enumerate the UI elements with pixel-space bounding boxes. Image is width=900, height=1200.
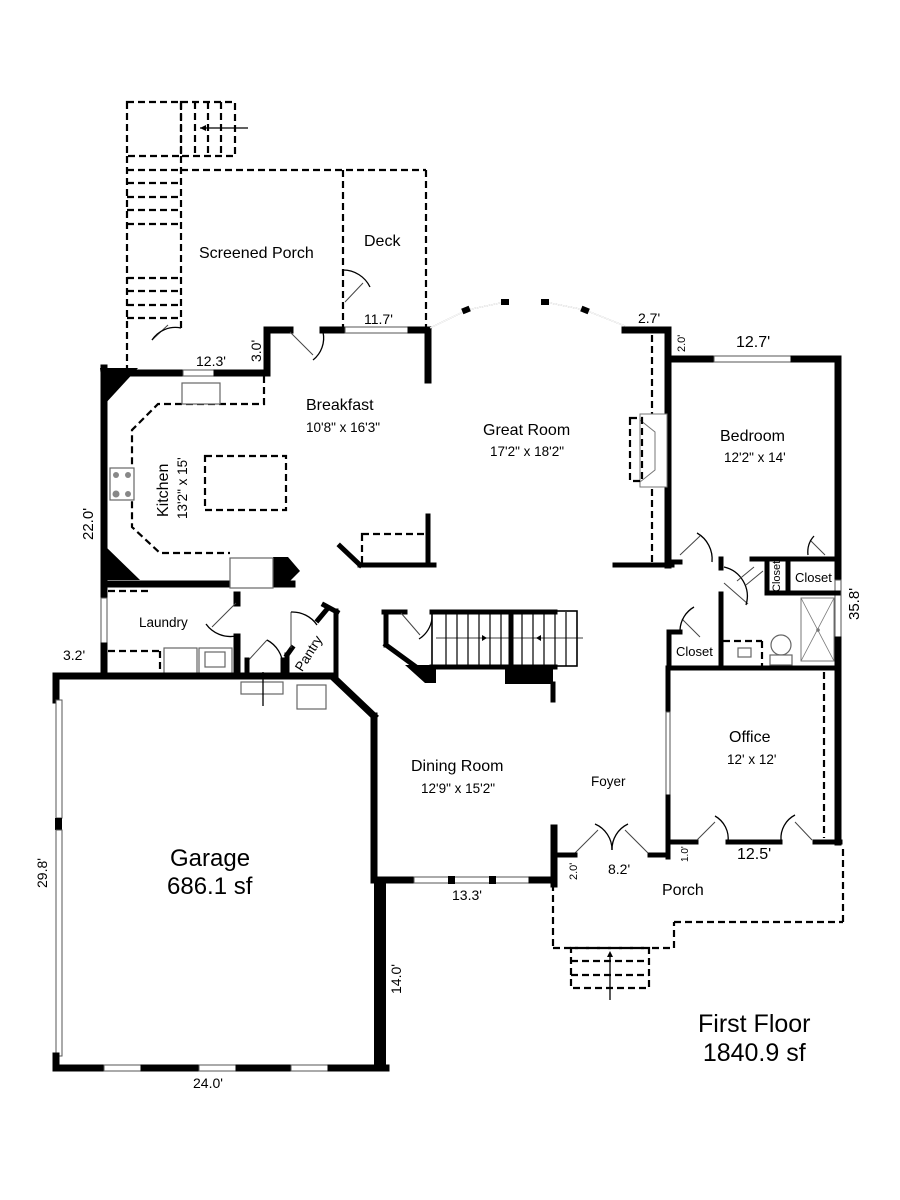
room-dims-bedroom: 12'2" x 14' <box>724 450 786 465</box>
room-dims-kitchen: 13'2" x 15' <box>175 457 190 519</box>
room-label-garage: Garage <box>170 845 251 872</box>
floor-title: First Floor <box>698 1010 811 1038</box>
room-dims-breakfast: 10'8" x 16'3" <box>306 420 381 435</box>
room-label-office: Office <box>729 729 771 746</box>
room-dims-office: 12' x 12' <box>727 752 777 767</box>
dim-deck-window: 11.7' <box>364 311 393 327</box>
dim-garage-front: 24.0' <box>193 1075 223 1091</box>
room-label-kitchen: Kitchen <box>155 463 172 517</box>
dim-foyer-jog: 2.0' <box>568 862 580 880</box>
dim-laundry-wall: 3.2' <box>63 647 86 663</box>
dim-kitchen-wall: 22.0' <box>80 507 97 540</box>
dim-entry-doors: 8.2' <box>608 861 631 877</box>
floor-total-area: 1840.9 sf <box>702 1039 806 1067</box>
dim-garage-side: 29.8' <box>34 858 50 888</box>
room-label-foyer: Foyer <box>591 774 626 789</box>
walls <box>52 299 845 1072</box>
room-label-breakfast: Breakfast <box>306 397 374 414</box>
dim-kitchen-window: 12.3' <box>196 353 226 369</box>
dim-bedroom-jog: 2.0' <box>676 334 688 352</box>
dim-dining-window: 13.3' <box>452 887 482 903</box>
room-label-porch: Porch <box>662 882 704 899</box>
room-dims-great-room: 17'2" x 18'2" <box>490 444 565 459</box>
room-label-laundry: Laundry <box>139 615 188 630</box>
room-label-great-room: Great Room <box>483 422 571 439</box>
screened-porch-outline <box>151 168 428 341</box>
side-stairs <box>125 156 183 370</box>
room-label-dining-room: Dining Room <box>411 758 504 775</box>
dim-garage-front-jog: 14.0' <box>388 964 404 994</box>
room-area-garage: 686.1 sf <box>167 873 253 900</box>
dim-right-wall: 35.8' <box>846 587 863 620</box>
rear-stairs <box>125 100 248 158</box>
room-label-closet-small: Closet <box>771 560 783 592</box>
dim-office-jog: 1.0' <box>680 846 691 862</box>
dim-office-front: 12.5' <box>737 846 772 863</box>
room-label-screened-porch: Screened Porch <box>199 245 314 262</box>
dim-bedroom-window: 12.7' <box>736 334 771 351</box>
room-dims-dining-room: 12'9" x 15'2" <box>421 781 496 796</box>
dim-breakfast-jog: 3.0' <box>248 339 264 362</box>
room-label-closet-right: Closet <box>795 570 832 585</box>
room-label-deck: Deck <box>364 233 401 250</box>
floor-title-block: First Floor 1840.9 sf <box>698 1010 811 1068</box>
dim-great-room-jog: 2.7' <box>638 310 661 326</box>
room-label-closet-left: Closet <box>676 644 713 659</box>
room-label-bedroom: Bedroom <box>720 428 785 445</box>
